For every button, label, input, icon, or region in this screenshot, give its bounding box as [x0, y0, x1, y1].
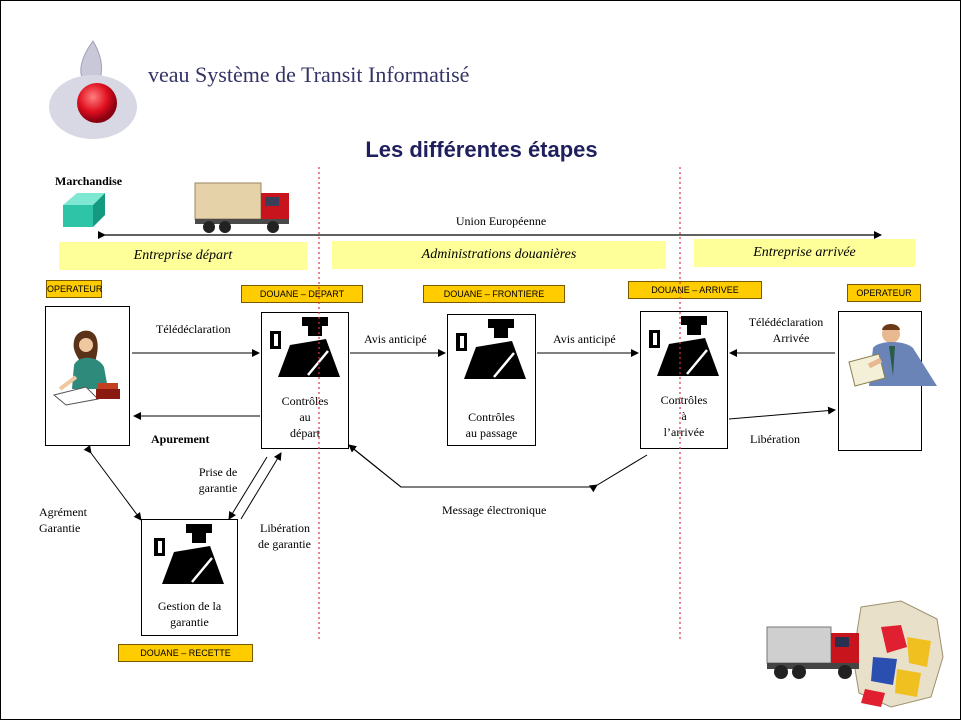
label-liberation-garantie-2: de garantie [258, 537, 311, 551]
tag-douane-frontiere: DOUANE – FRONTIERE [423, 285, 565, 303]
box-garantie-line2: garantie [170, 615, 209, 629]
box-controles-depart: Contrôles au départ [261, 312, 349, 449]
tag-douane-depart: DOUANE – DEPART [241, 285, 363, 303]
customs-officer-icon [456, 319, 526, 379]
box-passage-line2: au passage [465, 426, 518, 440]
label-agrement-1: Agrément [39, 505, 87, 519]
box-passage-line1: Contrôles [468, 410, 515, 424]
arrow-liberation [728, 406, 836, 420]
label-agrement-2: Garantie [39, 521, 81, 535]
label-prise-garantie-1: Prise de [198, 465, 238, 479]
label-teledeclaration: Télédéclaration [156, 322, 231, 336]
arrow-prise-garantie [228, 456, 268, 520]
operator-right-box [838, 311, 937, 451]
page-title: veau Système de Transit Informatisé [148, 62, 470, 87]
arrow-message-electronique [350, 446, 648, 488]
tag-douane-arrivee: DOUANE – ARRIVEE [628, 281, 762, 299]
woman-writing-icon [52, 330, 120, 406]
customs-officer-icon [270, 317, 340, 377]
box-garantie-line1: Gestion de la [157, 599, 222, 613]
tag-douane-recette: DOUANE – RECETTE [118, 644, 253, 662]
zone-administrations: Administrations douanières [332, 241, 666, 269]
label-avis-anticipe-1: Avis anticipé [364, 332, 427, 346]
box-depart-line3: départ [290, 426, 320, 440]
zone-entreprise-depart: Entreprise départ [59, 242, 307, 270]
label-teledeclaration-arrivee-2: Arrivée [772, 331, 810, 345]
box-controles-passage: Contrôles au passage [447, 314, 536, 446]
label-message-electronique: Message électronique [442, 503, 547, 517]
box-depart-line2: au [299, 410, 311, 424]
businessman-icon [848, 324, 937, 387]
europe-map-truck-icon [766, 600, 944, 708]
tag-operateur-right: OPERATEUR [847, 284, 921, 302]
label-teledeclaration-arrivee-1: Télédéclaration [748, 315, 824, 329]
truck-icon [194, 182, 289, 233]
label-liberation-garantie-1: Libération [260, 521, 310, 535]
customs-officer-icon [154, 524, 224, 584]
box-arrivee-line1: Contrôles [660, 393, 708, 407]
tag-operateur-left: OPERATEUR [46, 280, 102, 298]
operator-left-box [45, 306, 130, 446]
logo-icon [49, 40, 137, 139]
customs-officer-icon [649, 316, 719, 376]
label-liberation: Libération [750, 432, 800, 446]
goods-box-icon [63, 193, 105, 227]
arrow-agrement-garantie [83, 444, 142, 521]
box-arrivee-line2: à [681, 409, 687, 423]
label-apurement: Apurement [151, 432, 210, 446]
box-depart-line1: Contrôles [281, 394, 329, 408]
zone-entreprise-arrivee: Entreprise arrivée [694, 239, 915, 267]
label-avis-anticipe-2: Avis anticipé [553, 332, 616, 346]
box-controles-arrivee: Contrôles à l’arrivée [640, 311, 728, 449]
arrow-liberation-garantie [240, 452, 282, 520]
eu-label: Union Européenne [455, 214, 547, 228]
goods-label: Marchandise [55, 174, 123, 188]
slide-heading: Les différentes étapes [365, 137, 598, 162]
label-prise-garantie-2: garantie [198, 481, 238, 495]
box-arrivee-line3: l’arrivée [663, 425, 705, 439]
box-gestion-garantie: Gestion de la garantie [141, 519, 238, 636]
